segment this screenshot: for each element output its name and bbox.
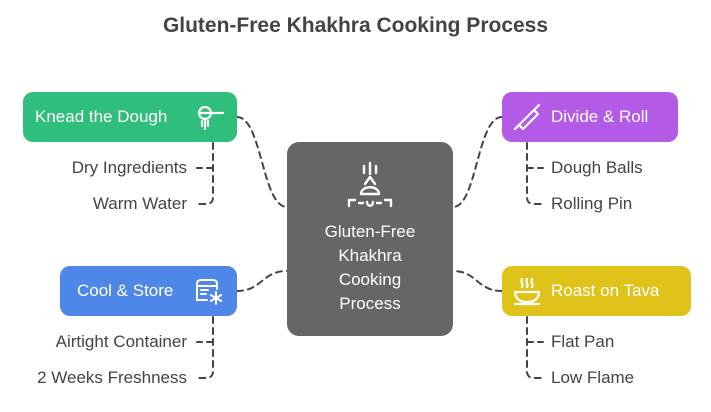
- step-cool-label: Cool & Store: [77, 281, 174, 300]
- diagram-title: Gluten-Free Khakhra Cooking Process: [162, 14, 549, 37]
- item-flat-pan: Flat Pan: [551, 332, 615, 351]
- connector-knead: [236, 116, 288, 208]
- connector-cool: [236, 270, 288, 292]
- item-airtight-container: Airtight Container: [55, 332, 187, 351]
- step-roast-on-tava: Roast on Tava: [502, 266, 691, 316]
- bracket-cool: [196, 316, 214, 379]
- item-dough-balls: Dough Balls: [551, 158, 643, 177]
- step-knead-the-dough: Knead the Dough: [23, 92, 237, 142]
- item-warm-water: Warm Water: [92, 194, 187, 213]
- whisk-icon: [197, 105, 225, 131]
- step-roast-label: Roast on Tava: [551, 281, 660, 300]
- connector-divide: [452, 116, 503, 208]
- item-two-weeks-freshness: 2 Weeks Freshness: [37, 368, 187, 387]
- center-node: Gluten-Free Khakhra Cooking Process: [287, 142, 453, 336]
- step-divide-and-roll: Divide & Roll: [502, 92, 678, 142]
- item-rolling-pin: Rolling Pin: [551, 194, 633, 213]
- cooking-pot-icon: [347, 161, 393, 208]
- item-dry-ingredients: Dry Ingredients: [71, 158, 187, 177]
- bracket-divide: [526, 142, 544, 205]
- step-knead-label: Knead the Dough: [35, 107, 168, 126]
- freezer-icon: [196, 279, 223, 305]
- connector-roast: [452, 270, 503, 292]
- step-cool-and-store: Cool & Store: [60, 266, 237, 316]
- rolling-pin-icon: [513, 103, 541, 131]
- bracket-roast: [526, 316, 544, 379]
- step-divide-label: Divide & Roll: [551, 107, 649, 126]
- center-label: Gluten-Free Khakhra Cooking Process: [324, 222, 416, 313]
- item-low-flame: Low Flame: [551, 368, 635, 387]
- bracket-knead: [196, 142, 214, 205]
- hot-pan-icon: [513, 277, 541, 306]
